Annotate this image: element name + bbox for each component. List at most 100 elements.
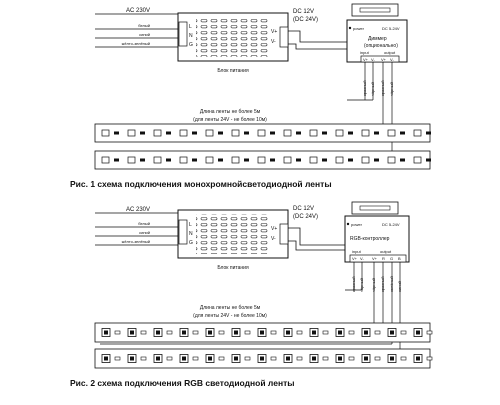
rgb-port-3: V+	[372, 256, 378, 261]
port-1: V+	[363, 57, 369, 62]
led-chip-core	[104, 330, 108, 335]
wire-label-white-2: белый	[138, 221, 150, 226]
controller-name: Диммер	[368, 36, 387, 42]
resistor	[140, 158, 145, 162]
led-chip-core	[390, 356, 394, 361]
ac-input-label-2: AC 230V	[126, 207, 150, 213]
rgb-port-6: B	[398, 256, 401, 261]
resistor	[270, 158, 275, 162]
dimmer-controller: power DC 5-24V Диммер (опционально) inpu…	[346, 3, 408, 63]
resistor	[296, 158, 301, 162]
controller-dc-label-2: DC 5-24V	[382, 222, 400, 227]
resistor	[400, 330, 407, 335]
vwire-2: чёрный	[370, 82, 375, 96]
led-chip	[283, 129, 292, 137]
led-chip	[309, 156, 318, 164]
resistor	[400, 356, 407, 361]
wire-label-white: белый	[138, 23, 150, 28]
led-chip	[413, 156, 422, 164]
resistor	[244, 330, 251, 335]
led-chip	[205, 129, 214, 137]
vwire-rgb-2: чёрный	[359, 278, 364, 292]
terminal-v-plus-2: V+	[271, 226, 277, 232]
controller-name-2: RGB-контроллер	[350, 236, 390, 242]
led-chip	[127, 129, 136, 137]
led-chip-core	[260, 330, 264, 335]
diagram-monochrome: AC 230V белый синий жёлто-зелёный L N G …	[70, 3, 431, 189]
rgb-port-1: V+	[352, 256, 358, 261]
port-3: V+	[381, 57, 387, 62]
resistor	[244, 356, 251, 361]
ac-input-label: AC 230V	[126, 8, 150, 14]
terminal-l-2: L	[189, 222, 192, 228]
output-terminal-block	[279, 26, 289, 48]
resistor	[322, 356, 329, 361]
led-chip-core	[416, 356, 420, 361]
wire-label-blue-2: синий	[139, 230, 150, 235]
ac-wires	[95, 13, 178, 48]
led-chip-core	[260, 356, 264, 361]
led-chip	[153, 129, 162, 137]
resistor	[426, 330, 433, 335]
led-chip	[257, 156, 266, 164]
terminal-v-minus-2: V-	[271, 236, 276, 242]
vwire-1: красный	[362, 80, 367, 96]
terminal-g: G	[189, 42, 193, 48]
resistor	[270, 330, 277, 335]
controller-input-label: input	[360, 50, 370, 55]
led-chip	[179, 129, 188, 137]
resistor	[296, 131, 301, 135]
led-chip-core	[286, 330, 290, 335]
resistor	[348, 158, 353, 162]
controller-dc-label: DC 5-24V	[382, 26, 400, 31]
strip-length-note-24v: (для ленты 24V - не более 10м)	[193, 117, 267, 123]
led-chip	[205, 156, 214, 164]
led-chip-core	[208, 356, 212, 361]
resistor	[166, 131, 171, 135]
controller-name-note: (опционально)	[364, 43, 398, 49]
led-chip	[387, 129, 396, 137]
resistor	[348, 356, 355, 361]
resistor	[270, 356, 277, 361]
vwire-3: красный	[380, 80, 385, 96]
resistor	[140, 356, 147, 361]
figure-caption-2: Рис. 2 схема подключения RGB светодиодно…	[70, 378, 295, 388]
resistor	[244, 131, 249, 135]
power-supply-1: L N G V+ V-	[177, 12, 289, 62]
led-chip-core	[416, 330, 420, 335]
resistor	[192, 356, 199, 361]
terminal-v-plus: V+	[271, 29, 277, 35]
dc-voltage-alt-label: (DC 24V)	[293, 17, 318, 23]
port-4: V-	[390, 57, 394, 62]
resistor	[218, 158, 223, 162]
input-terminal-block	[178, 21, 188, 47]
led-chip-core	[234, 330, 238, 335]
wire-label-yellow-green-2: жёлто-зелёный	[122, 239, 150, 244]
terminal-l: L	[189, 24, 192, 30]
dc-voltage-alt-label-2: (DC 24V)	[293, 214, 318, 220]
led-chip-core	[286, 356, 290, 361]
led-chip	[127, 156, 136, 164]
resistor	[426, 356, 433, 361]
rgb-port-5: G	[390, 256, 393, 261]
resistor	[218, 356, 225, 361]
resistor	[114, 158, 119, 162]
resistor	[114, 131, 119, 135]
resistor	[296, 356, 303, 361]
rgb-port-2: V-	[360, 256, 364, 261]
led-chip	[257, 129, 266, 137]
terminal-n-2: N	[189, 231, 193, 237]
resistor	[374, 131, 379, 135]
resistor	[348, 131, 353, 135]
controller-power-label: power	[353, 26, 365, 31]
led-chip	[231, 129, 240, 137]
resistor	[192, 131, 197, 135]
power-supply-2: L N G V+ V-	[177, 209, 289, 259]
resistor	[114, 356, 121, 361]
resistor	[400, 131, 405, 135]
dc-voltage-label: DC 12V	[293, 9, 314, 15]
strip-length-note: Длина ленты не более 5м	[200, 109, 261, 115]
vwire-4: чёрный	[389, 82, 394, 96]
wire-label-yellow-green: жёлто-зелёный	[122, 41, 150, 46]
